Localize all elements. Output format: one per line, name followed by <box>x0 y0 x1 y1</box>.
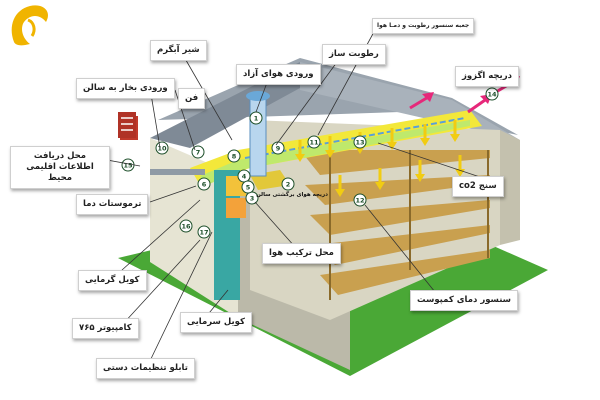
fresh-air-pipe <box>249 95 267 177</box>
callout-badge-2 <box>281 177 295 191</box>
callout-badge-6 <box>197 177 211 191</box>
label-control-panel: تابلو تنظیمات دستی <box>96 358 195 379</box>
callout-number-1: 1 <box>254 114 259 122</box>
down-arrow-head-8 <box>375 182 385 190</box>
callout-badge-1 <box>249 111 263 125</box>
callout-badge-17 <box>197 225 211 239</box>
label-cooling-coil: کویل سرمایی <box>180 312 252 333</box>
callout-badge-10 <box>155 141 169 155</box>
callout-number-4: 4 <box>242 172 247 180</box>
down-arrow-head-5 <box>420 138 430 146</box>
callout-number-6: 6 <box>202 180 207 188</box>
down-arrow-head-4 <box>387 142 397 150</box>
callout-number-9: 9 <box>276 144 281 152</box>
label-humidifier: رطوبت ساز <box>322 44 386 65</box>
weather-station-icon <box>118 112 136 138</box>
label-exhaust: دریچه اگزوز <box>455 66 520 87</box>
callout-badge-12 <box>353 193 367 207</box>
label-sensor-box: جعبه سنسور رطوبت و دمـا هوا <box>372 18 475 34</box>
down-arrow-head-1 <box>295 154 305 162</box>
brand-logo <box>11 5 49 46</box>
callout-badge-8 <box>227 149 241 163</box>
down-arrow-head-7 <box>335 189 345 197</box>
callout-number-13: 13 <box>355 138 364 146</box>
label-compost-sensor: سنسور دمای کمپوست <box>410 290 519 311</box>
label-thermostat: ترموستات دما <box>76 194 149 215</box>
callout-number-8: 8 <box>232 152 237 160</box>
growing-shelves <box>300 150 490 300</box>
callout-number-17: 17 <box>199 228 208 236</box>
label-fan: فن <box>178 88 206 109</box>
callout-badge-13 <box>353 135 367 149</box>
right-wall <box>500 130 520 245</box>
down-arrow-head-9 <box>415 174 425 182</box>
callout-number-7: 7 <box>196 148 201 156</box>
damper-inner-label: دریچه هوای برگشتی سالن <box>256 191 328 198</box>
down-arrow-head-6 <box>450 134 460 142</box>
callout-badge-16 <box>179 219 193 233</box>
callout-number-15: 15 <box>123 161 133 169</box>
label-co2: سنج co2 <box>452 176 504 197</box>
callout-number-5: 5 <box>246 183 251 191</box>
callout-number-12: 12 <box>355 196 364 204</box>
airflow-arrows <box>295 120 465 197</box>
callout-number-3: 3 <box>250 194 255 202</box>
label-butterfly-valve: شیر آبگرم <box>150 40 207 61</box>
callout-number-16: 16 <box>181 222 191 230</box>
callout-badge-14 <box>485 87 499 101</box>
callout-number-2: 2 <box>286 180 291 188</box>
callout-number-10: 10 <box>157 144 167 152</box>
label-fresh-air: ورودی هوای آزاد <box>236 64 321 85</box>
label-computer: کامپیوتر ۷۶۵ <box>72 318 139 339</box>
label-heating-coil: کویل گرمایی <box>78 270 147 291</box>
down-arrow-head-2 <box>325 150 335 158</box>
label-steam-inlet: ورودی بخار به سالن <box>76 78 175 99</box>
callout-number-14: 14 <box>487 90 497 98</box>
leader-lines <box>95 29 499 366</box>
callout-number-11: 11 <box>309 138 319 146</box>
label-climate-info: محل دریافت اطلاعات اقلیمی محیط <box>10 146 110 189</box>
callout-badge-5 <box>241 180 255 194</box>
callout-badge-11 <box>307 135 321 149</box>
label-air-mix: محل ترکیب هوا <box>262 243 341 264</box>
